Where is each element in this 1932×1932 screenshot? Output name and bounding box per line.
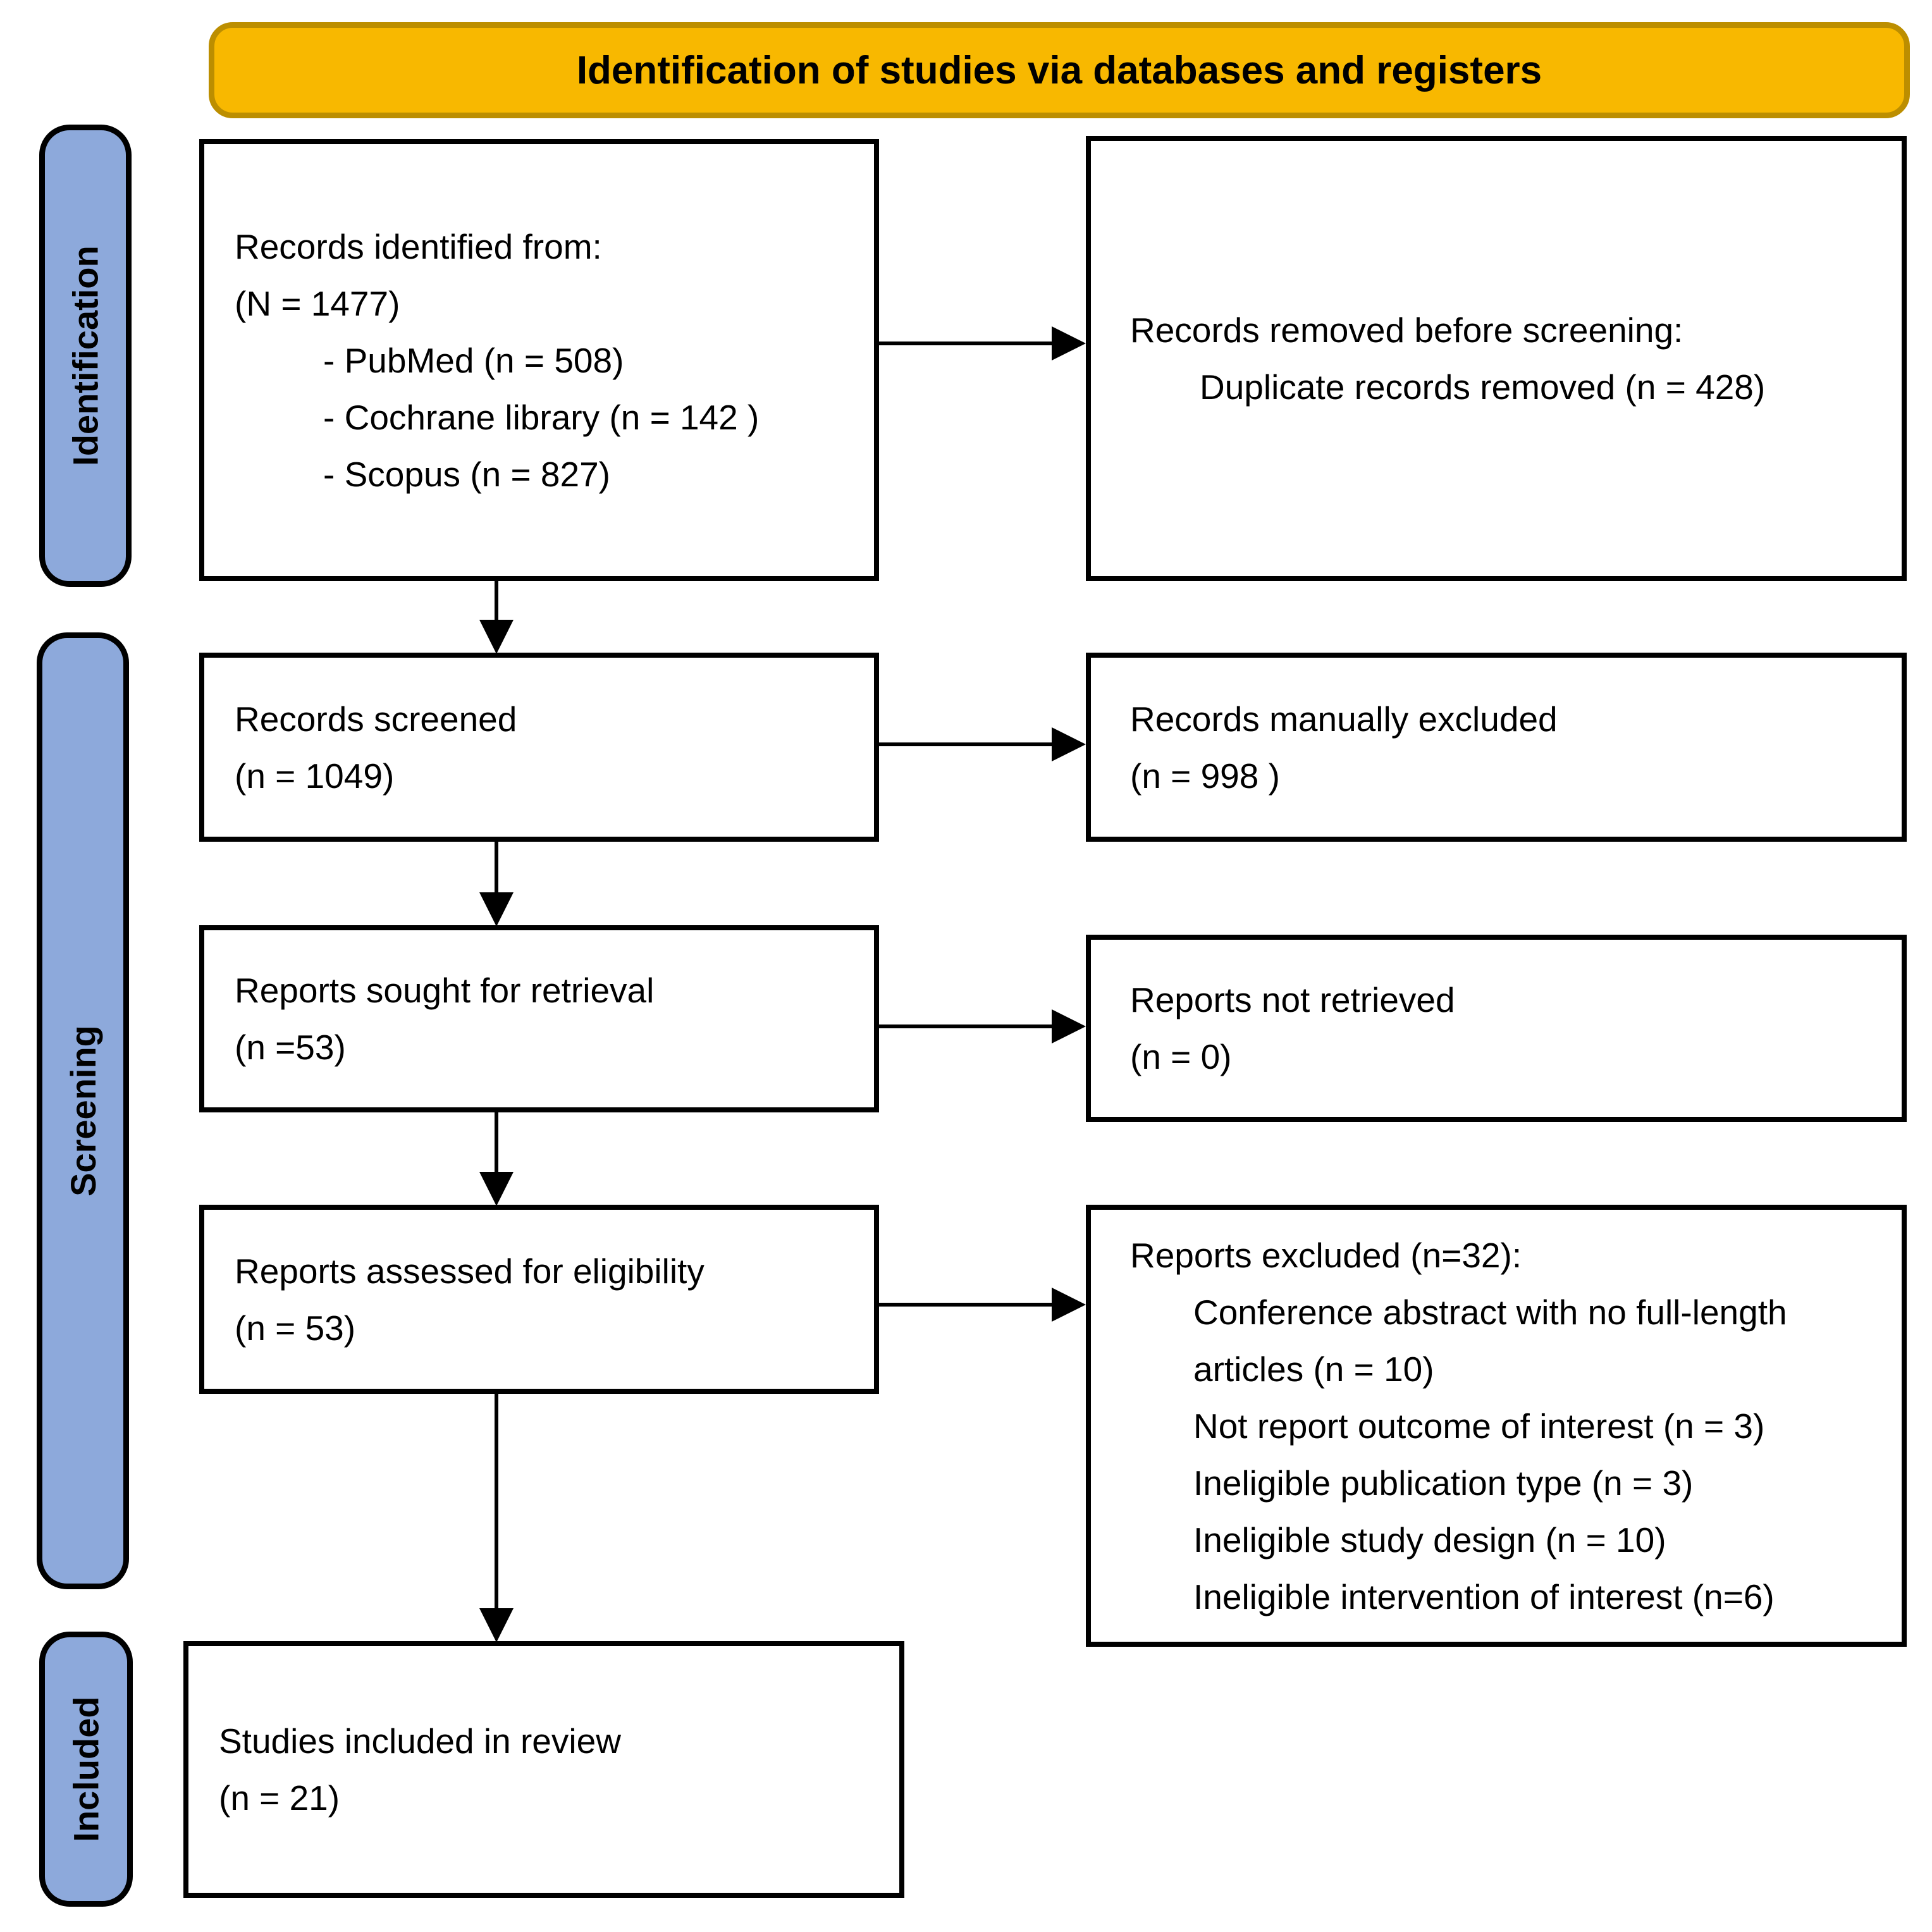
box-records-screened: Records screened (n = 1049): [199, 653, 879, 842]
stage-identification-label: Identification: [65, 245, 106, 466]
arrow-screened-to-excluded-line: [879, 742, 1056, 746]
studies-included-line2: (n = 21): [219, 1778, 340, 1818]
reports-assessed-line2: (n = 53): [235, 1308, 356, 1348]
box-records-manually-excluded: Records manually excluded (n = 998 ): [1086, 653, 1907, 842]
records-removed-line1: Records removed before screening:: [1130, 311, 1683, 350]
reports-excluded-reason-no-outcome: Not report outcome of interest (n = 3): [1130, 1398, 1838, 1455]
box-reports-excluded: Reports excluded (n=32): Conference abst…: [1086, 1205, 1907, 1647]
reports-sought-line1: Reports sought for retrieval: [235, 971, 655, 1010]
reports-assessed-line1: Reports assessed for eligibility: [235, 1251, 705, 1291]
arrow-identified-to-screened-head: [479, 620, 514, 654]
reason-text: Ineligible study design (n = 10): [1193, 1520, 1666, 1560]
stage-screening-label: Screening: [63, 1025, 103, 1197]
records-identified-line2: (N = 1477): [235, 283, 400, 323]
reports-sought-line2: (n =53): [235, 1028, 346, 1067]
box-reports-sought: Reports sought for retrieval (n =53): [199, 925, 879, 1112]
reports-not-retrieved-line1: Reports not retrieved: [1130, 980, 1455, 1019]
reports-excluded-reason-conference-abstract: Conference abstract with no full-length …: [1130, 1284, 1838, 1398]
arrow-identified-to-removed-line: [879, 341, 1056, 345]
reason-text: Conference abstract with no full-length …: [1193, 1292, 1787, 1389]
reports-excluded-reason-publication-type: Ineligible publication type (n = 3): [1130, 1455, 1838, 1511]
stage-included-label: Included: [66, 1696, 106, 1842]
records-screened-line2: (n = 1049): [235, 756, 395, 796]
arrow-assessed-to-included-line: [495, 1394, 498, 1611]
reports-not-retrieved-line2: (n = 0): [1130, 1037, 1232, 1076]
box-reports-not-retrieved: Reports not retrieved (n = 0): [1086, 935, 1907, 1122]
studies-included-line1: Studies included in review: [219, 1721, 621, 1761]
records-removed-duplicates: Duplicate records removed (n = 428): [1200, 367, 1766, 407]
arrow-screened-to-sought-head: [479, 892, 514, 926]
stage-screening: Screening: [37, 632, 129, 1589]
stage-identification: Identification: [39, 125, 132, 587]
records-identified-source-scopus: - Scopus (n = 827): [323, 454, 610, 494]
reports-excluded-title: Reports excluded (n=32):: [1130, 1235, 1522, 1275]
reason-text: Not report outcome of interest (n = 3): [1193, 1406, 1765, 1446]
box-records-identified: Records identified from: (N = 1477) - Pu…: [199, 139, 879, 581]
arrow-identified-to-removed-head: [1052, 326, 1086, 360]
box-records-removed: Records removed before screening: Duplic…: [1086, 136, 1907, 581]
arrow-sought-to-not-retrieved-head: [1052, 1009, 1086, 1043]
arrow-assessed-to-excluded-head: [1052, 1288, 1086, 1322]
arrow-sought-to-assessed-line: [495, 1112, 498, 1174]
reason-text: Ineligible intervention of interest (n=6…: [1193, 1577, 1775, 1616]
arrow-sought-to-assessed-head: [479, 1172, 514, 1206]
records-screened-line1: Records screened: [235, 699, 517, 739]
records-identified-source-cochrane: - Cochrane library (n = 142 ): [323, 397, 760, 437]
records-manually-excluded-line1: Records manually excluded: [1130, 699, 1558, 739]
arrow-assessed-to-excluded-line: [879, 1303, 1056, 1307]
arrow-screened-to-sought-line: [495, 842, 498, 895]
box-studies-included: Studies included in review (n = 21): [183, 1641, 904, 1898]
records-identified-source-pubmed: - PubMed (n = 508): [323, 340, 624, 380]
arrow-identified-to-screened-line: [495, 580, 498, 622]
banner-identification-of-studies: Identification of studies via databases …: [209, 22, 1910, 118]
records-identified-line1: Records identified from:: [235, 226, 602, 266]
arrow-assessed-to-included-head: [479, 1608, 514, 1642]
reports-excluded-reason-study-design: Ineligible study design (n = 10): [1130, 1511, 1838, 1568]
banner-title: Identification of studies via databases …: [576, 48, 1542, 92]
stage-included: Included: [39, 1632, 133, 1907]
arrow-sought-to-not-retrieved-line: [879, 1024, 1056, 1028]
reason-text: Ineligible publication type (n = 3): [1193, 1463, 1694, 1503]
arrow-screened-to-excluded-head: [1052, 727, 1086, 761]
reports-excluded-reason-intervention: Ineligible intervention of interest (n=6…: [1130, 1568, 1838, 1625]
box-reports-assessed: Reports assessed for eligibility (n = 53…: [199, 1205, 879, 1394]
records-manually-excluded-line2: (n = 998 ): [1130, 756, 1280, 796]
